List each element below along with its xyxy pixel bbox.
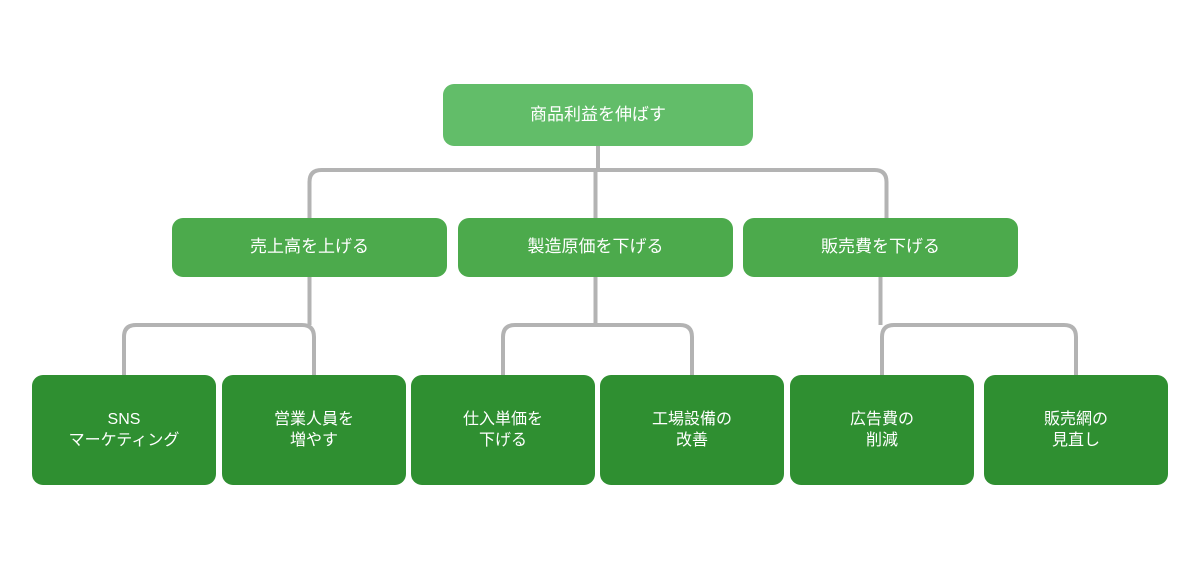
connector-line-9 bbox=[880, 323, 1078, 375]
tree-node-sales-increase[interactable]: 売上高を上げる bbox=[172, 218, 447, 277]
tree-node-label: 仕入単価を 下げる bbox=[462, 410, 543, 449]
tree-node-label: 商品利益を伸ばす bbox=[530, 104, 666, 124]
tree-node-root[interactable]: 商品利益を伸ばす bbox=[443, 84, 753, 146]
tree-node-label: 製造原価を下げる bbox=[527, 237, 664, 257]
tree-node-label: 広告費の 削減 bbox=[849, 410, 914, 449]
tree-node-factory-equipment-improve[interactable]: 工場設備の 改善 bbox=[600, 375, 784, 485]
tree-node-lower-purchase-price[interactable]: 仕入単価を 下げる bbox=[411, 375, 595, 485]
tree-node-label: 営業人員を 増やす bbox=[273, 410, 354, 449]
connector-line-2 bbox=[307, 168, 889, 218]
tree-node-label: 工場設備の 改善 bbox=[651, 410, 732, 449]
tree-node-manufacturing-cost-reduce[interactable]: 製造原価を下げる bbox=[458, 218, 733, 277]
tree-node-selling-expense-reduce[interactable]: 販売費を下げる bbox=[743, 218, 1018, 277]
tree-node-review-sales-network[interactable]: 販売網の 見直し bbox=[984, 375, 1168, 485]
tree-node-label: SNS マーケティング bbox=[68, 410, 180, 449]
connector-line-7 bbox=[501, 323, 694, 375]
tree-node-label: 売上高を上げる bbox=[250, 237, 369, 257]
connector-line-5 bbox=[122, 323, 316, 375]
tree-node-label: 販売費を下げる bbox=[821, 237, 940, 257]
tree-node-reduce-advertising-cost[interactable]: 広告費の 削減 bbox=[790, 375, 974, 485]
tree-node-label: 販売網の 見直し bbox=[1043, 410, 1108, 449]
tree-node-sns-marketing[interactable]: SNS マーケティング bbox=[32, 375, 216, 485]
tree-node-increase-sales-staff[interactable]: 営業人員を 増やす bbox=[222, 375, 406, 485]
